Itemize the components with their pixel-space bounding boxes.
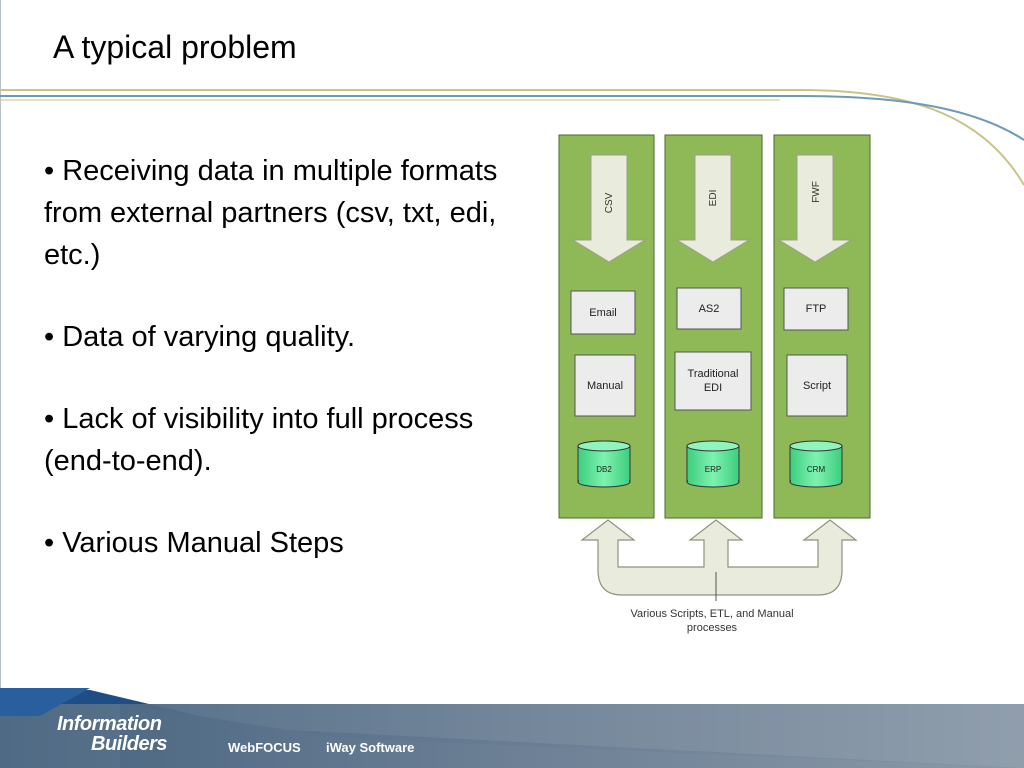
slide-title: A typical problem — [53, 29, 297, 65]
company-logo: Information Builders — [57, 713, 168, 755]
footer-link-webfocus[interactable]: WebFOCUS — [228, 740, 301, 755]
bullet-text: Receiving data in multiple formats from … — [44, 155, 498, 271]
database-icon — [686, 440, 740, 488]
method-label-line2: EDI — [704, 382, 722, 394]
logo-line2: Builders — [91, 733, 168, 755]
database-icon — [577, 440, 631, 488]
slide-border — [0, 0, 1, 768]
bullet-text: Various Manual Steps — [62, 527, 344, 559]
diagram-caption-line1: Various Scripts, ETL, and Manual — [630, 608, 793, 620]
bullet-item: • Various Manual Steps — [44, 527, 344, 559]
connector-arrows — [580, 519, 858, 596]
footer-link-iway[interactable]: iWay Software — [326, 740, 415, 755]
down-arrow-icon — [675, 154, 751, 263]
method-label: Manual — [587, 380, 623, 392]
system-label: DB2 — [596, 465, 612, 474]
bullet-item: • Lack of visibility into full process (… — [44, 403, 474, 477]
method-label: Script — [803, 380, 831, 392]
bullet-text: Lack of visibility into full process (en… — [44, 403, 474, 477]
channel-label: Email — [589, 307, 617, 319]
system-label: ERP — [705, 465, 721, 474]
format-label: FWF — [811, 181, 822, 203]
bullet-list: • Receiving data in multiple formats fro… — [44, 150, 514, 564]
system-label: CRM — [807, 465, 826, 474]
column-fwf: FWF FTP Script CRM — [773, 134, 871, 519]
bullet-item: • Receiving data in multiple formats fro… — [44, 155, 498, 271]
diagram-caption-line2: processes — [687, 622, 738, 634]
format-label: EDI — [708, 190, 719, 207]
bullet-text: Data of varying quality. — [62, 321, 356, 353]
column-csv: CSV Email Manual DB2 — [558, 134, 655, 519]
format-label: CSV — [604, 192, 615, 213]
column-edi: EDI AS2 Traditional EDI ERP — [664, 134, 763, 519]
channel-label: FTP — [806, 303, 827, 315]
bullet-item: • Data of varying quality. — [44, 321, 356, 353]
database-icon — [789, 440, 843, 488]
channel-label: AS2 — [699, 303, 720, 315]
logo-line1: Information — [57, 713, 162, 735]
down-arrow-icon — [571, 154, 647, 263]
down-arrow-icon — [777, 154, 853, 263]
header-swoosh — [0, 89, 1024, 186]
method-label-line1: Traditional — [688, 368, 739, 380]
footer-band — [0, 688, 1024, 768]
